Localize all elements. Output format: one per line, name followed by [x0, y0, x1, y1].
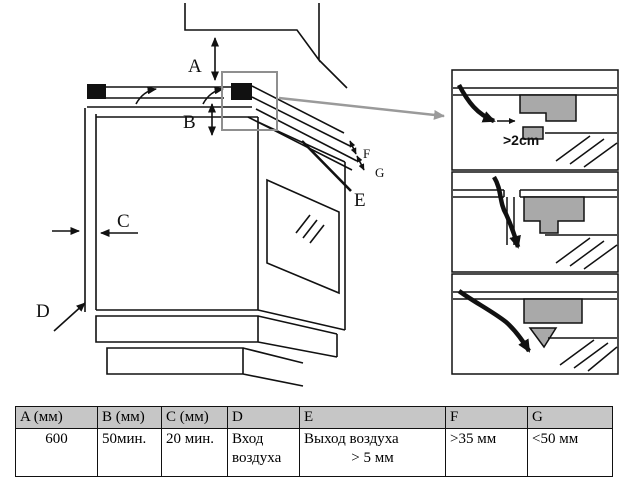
air-arrow-1 — [457, 83, 496, 124]
dim-g-arrow — [356, 155, 365, 171]
drawer-front — [95, 315, 338, 358]
col-header-g: G — [527, 405, 613, 430]
dim-d-arrow — [53, 302, 86, 332]
table-header-row: A (мм) B (мм) C (мм) D E F G — [15, 405, 613, 430]
appliance-drawing — [84, 3, 358, 387]
panel-1-worktop-lines — [453, 87, 617, 96]
detail-source-box — [221, 71, 278, 131]
cell-e-line1: Выход воздуха — [304, 431, 399, 448]
label-c: C — [117, 211, 130, 232]
dim-f-arrow — [349, 140, 357, 155]
detail-callout — [221, 71, 445, 131]
e-pointer-line — [301, 140, 352, 192]
window-shine — [295, 214, 325, 244]
detail-panels — [451, 69, 619, 375]
cell-a-value: 600 — [15, 428, 98, 478]
airflow-arrow-top-2 — [202, 86, 224, 105]
label-e: E — [354, 190, 366, 211]
cell-f-value: >35 мм — [445, 428, 528, 478]
cell-d-value: Вход воздуха — [227, 428, 300, 478]
label-b: B — [183, 112, 196, 133]
oven-window — [266, 178, 340, 295]
panel-2-content — [453, 175, 618, 270]
cell-g-value: <50 мм — [527, 428, 613, 478]
dimensions-table: A (мм) B (мм) C (мм) D E F G 600 50мин. … — [15, 405, 613, 478]
detail-panel-3 — [451, 273, 619, 375]
col-header-d: D — [227, 405, 300, 430]
panel-3-hob-edge — [523, 298, 583, 324]
panel-2-worktop-lines — [453, 189, 617, 198]
panel-3-hatch — [559, 339, 618, 372]
label-d: D — [36, 301, 50, 322]
right-trim-block — [231, 83, 252, 100]
cell-e-value: Выход воздуха > 5 мм — [299, 428, 446, 478]
table-value-row: 600 50мин. 20 мин. Вход воздуха Выход во… — [15, 428, 613, 478]
panel-1-spacer-block — [522, 126, 544, 140]
label-f: F — [363, 146, 370, 161]
col-header-f: F — [445, 405, 528, 430]
col-header-b: B (мм) — [97, 405, 162, 430]
clearance-note: >2cm — [503, 132, 539, 148]
worktop-lines — [87, 86, 252, 108]
cell-c-value: 20 мин. — [161, 428, 228, 478]
detail-pointer-arrow — [278, 96, 445, 120]
left-trim-block — [87, 84, 106, 99]
plinth — [106, 347, 304, 387]
dimension-labels: A B C D E F G — [36, 56, 384, 322]
cell-b-value: 50мин. — [97, 428, 162, 478]
label-g: G — [375, 165, 384, 180]
dimension-arrows — [52, 37, 365, 332]
panel-1-content — [453, 83, 618, 168]
panel-1-hatch — [555, 135, 618, 168]
installation-diagram: A B C D E F G — [36, 3, 619, 387]
panel-2-hatch — [555, 237, 618, 270]
vent-slant-lines — [247, 85, 358, 171]
air-arrow-2 — [492, 175, 521, 249]
panel-3-worktop-lines — [453, 291, 617, 300]
panel-1-hob-edge — [519, 94, 577, 122]
airflow-arrow-top-1 — [135, 86, 157, 105]
col-header-c: C (мм) — [161, 405, 228, 430]
col-header-a: A (мм) — [15, 405, 98, 430]
cell-e-line2: > 5 мм — [351, 449, 394, 466]
label-a: A — [188, 56, 202, 77]
detail-panel-2 — [451, 171, 619, 273]
panel-2-hob-edge — [523, 196, 585, 234]
detail-panel-1 — [451, 69, 619, 171]
upper-cabinet — [184, 3, 348, 89]
air-arrow-3 — [457, 289, 531, 353]
panel-3-content — [453, 289, 618, 372]
col-header-e: E — [299, 405, 446, 430]
